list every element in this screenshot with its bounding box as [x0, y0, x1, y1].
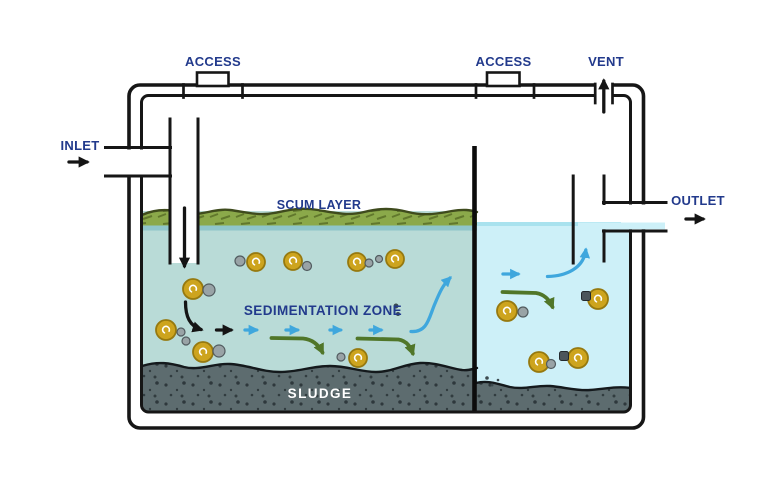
flow-arrow-green-settle-1[interactable]	[269, 336, 325, 356]
sludge-label: SLUDGE	[288, 386, 353, 401]
vent-label: VENT	[588, 54, 624, 69]
rock-particle-icon	[176, 327, 186, 337]
bacterium-icon	[587, 288, 609, 310]
bacterium-icon	[155, 319, 177, 341]
flow-arrow-hook-down[interactable]	[183, 300, 204, 333]
bacterium-icon	[182, 278, 204, 300]
inlet-wall-gap	[122, 149, 150, 175]
sediment-dot-icon	[490, 383, 494, 387]
sediment-dot-icon	[396, 312, 400, 316]
left-sludge-speckles	[143, 362, 477, 412]
inlet-label: INLET	[60, 138, 99, 153]
bacterium-icon	[385, 249, 405, 269]
sedimentation-zone-label: SEDIMENTATION ZONE	[244, 303, 402, 318]
right-chamber-surface-line	[472, 222, 630, 226]
bacterium-icon	[192, 341, 214, 363]
bacterium-icon	[567, 347, 589, 369]
bacterium-icon	[246, 252, 266, 272]
flow-arrow-blue-scurve-up[interactable]	[409, 276, 452, 334]
right-sludge-top-edge	[474, 380, 630, 392]
outlet-label: OUTLET	[671, 193, 725, 208]
left-waterline-band	[143, 225, 477, 231]
bacterium-icon	[528, 351, 550, 373]
bacterium-icon	[283, 251, 303, 271]
tank-outer-wall	[127, 83, 646, 430]
access-right-label: ACCESS	[476, 54, 532, 69]
rock-particle-icon	[234, 255, 246, 267]
access-port-right-riser[interactable]	[485, 71, 521, 88]
debris-particle-icon	[581, 291, 591, 301]
rock-particle-icon	[364, 258, 374, 268]
access-left-label: ACCESS	[185, 54, 241, 69]
debris-particle-icon	[559, 351, 569, 361]
outlet-pipe-water	[578, 222, 665, 230]
tank-interior	[143, 117, 630, 412]
flow-arrow-green-settle-3[interactable]	[500, 290, 555, 310]
sediment-dot-icon	[496, 378, 500, 382]
right-sludge-speckles	[472, 381, 630, 412]
bacterium-icon	[348, 348, 368, 368]
rock-particle-icon	[517, 306, 529, 318]
scum-layer-label: SCUM LAYER	[277, 198, 362, 212]
bacterium-icon	[347, 252, 367, 272]
bacteria-layer	[155, 249, 609, 373]
particles-layer	[176, 254, 591, 387]
sediment-dot-icon	[393, 303, 399, 309]
flow-arrow-green-settle-2[interactable]	[355, 336, 416, 357]
bacterium-icon	[496, 300, 518, 322]
rock-particle-icon	[181, 336, 191, 346]
rock-particle-icon	[336, 352, 346, 362]
tank-inner-wall	[140, 94, 632, 414]
sediment-dot-icon	[485, 376, 489, 380]
left-sludge-top-edge	[143, 361, 479, 374]
scum-layer-texture	[143, 208, 477, 226]
rock-particle-icon	[212, 344, 226, 358]
rock-particle-icon	[301, 260, 313, 272]
flow-arrow-blue-rise-to-outlet[interactable]	[545, 247, 591, 279]
rock-particle-icon	[374, 254, 384, 264]
rock-particle-icon	[202, 283, 216, 297]
rock-particle-icon	[545, 358, 557, 370]
access-port-left-riser[interactable]	[195, 71, 230, 88]
